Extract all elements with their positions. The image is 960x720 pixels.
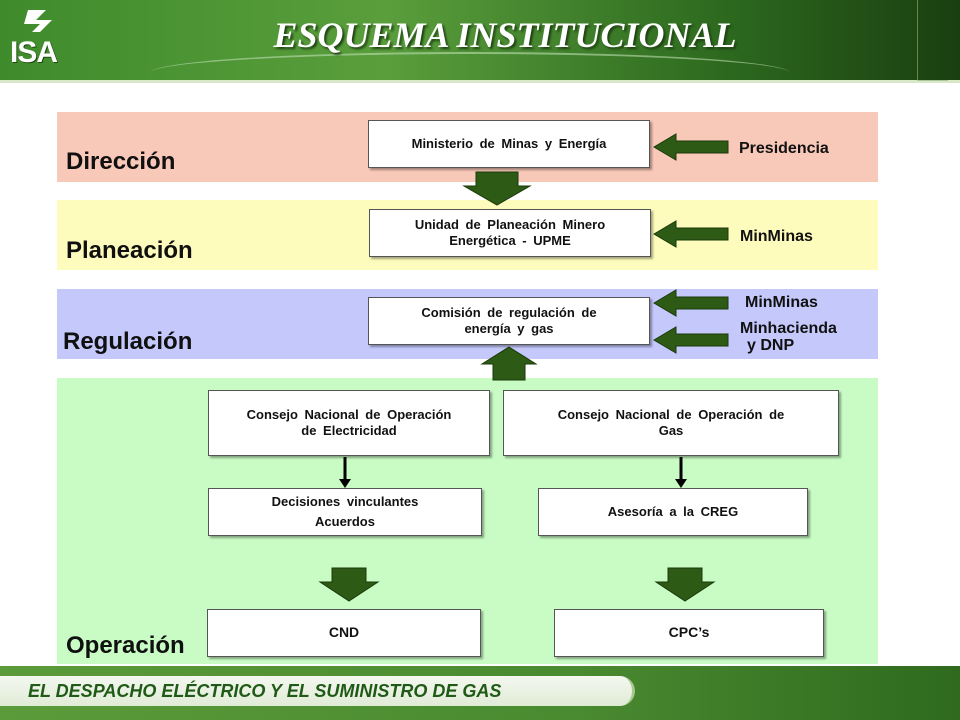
box-cno-gas-line2: Gas	[658, 423, 684, 438]
band-label-planeacion: Planeación	[66, 237, 193, 264]
box-cnd-text: CND	[328, 624, 360, 641]
arrow-left-minminas-regulacion-icon	[653, 289, 729, 317]
header-decoration-curve	[150, 52, 790, 94]
isa-logo-icon	[24, 10, 52, 32]
box-cno-electricidad: Consejo Nacional de Operación de Electri…	[208, 390, 490, 456]
arrow-left-minminas-planeacion-icon	[653, 220, 729, 248]
label-dnp: y DNP	[747, 337, 795, 354]
box-cpcs-text: CPC’s	[668, 624, 710, 641]
box-decisiones-line1: Decisiones vinculantes	[271, 493, 419, 509]
page-title: ESQUEMA INSTITUCIONAL	[273, 15, 737, 55]
box-upme-line2: Energética - UPME	[449, 233, 571, 248]
arrow-down-cno-gas-icon	[675, 457, 687, 488]
box-cno-gas-line1: Consejo Nacional de Operación de	[557, 406, 785, 422]
label-minminas-regulacion: MinMinas	[745, 294, 818, 311]
label-minhacienda: Minhacienda	[740, 320, 837, 337]
arrow-left-minhacienda-icon	[653, 326, 729, 354]
box-ministerio-text: Ministerio de Minas y Energía	[411, 135, 607, 151]
box-cno-electricidad-line1: Consejo Nacional de Operación	[246, 406, 452, 422]
band-label-direccion: Dirección	[66, 148, 176, 175]
box-cno-electricidad-line2: de Electricidad	[301, 423, 397, 438]
box-decisiones-line2: Acuerdos	[315, 514, 375, 529]
box-upme: Unidad de Planeación Minero Energética -…	[369, 209, 651, 257]
label-presidencia: Presidencia	[739, 140, 829, 157]
header-decoration-frame	[917, 0, 948, 81]
band-label-regulacion: Regulación	[63, 328, 193, 355]
logo-text: ISA	[10, 36, 58, 69]
box-cno-gas: Consejo Nacional de Operación de Gas	[503, 390, 839, 456]
footer-banner	[0, 676, 635, 706]
box-asesoria: Asesoría a la CREG	[538, 488, 808, 536]
box-creg-line1: Comisión de regulación de	[421, 304, 597, 320]
arrow-down-cno-elec-icon	[339, 457, 351, 488]
box-creg: Comisión de regulación de energía y gas	[368, 297, 650, 345]
arrow-down-cpcs-icon	[654, 567, 716, 602]
band-label-operacion: Operación	[66, 632, 185, 659]
arrow-down-ministerio-upme-icon	[462, 171, 532, 206]
box-ministerio: Ministerio de Minas y Energía	[368, 120, 650, 168]
box-cpcs: CPC’s	[554, 609, 824, 657]
box-decisiones: Decisiones vinculantes Acuerdos	[208, 488, 482, 536]
arrow-down-cnd-icon	[318, 567, 380, 602]
footer-text: EL DESPACHO ELÉCTRICO Y EL SUMINISTRO DE…	[28, 681, 502, 701]
header-bar	[0, 0, 960, 83]
box-cnd: CND	[207, 609, 481, 657]
arrow-up-operacion-creg-icon	[480, 346, 538, 381]
box-asesoria-text: Asesoría a la CREG	[607, 503, 739, 519]
box-creg-line2: energía y gas	[464, 321, 554, 336]
arrow-left-presidencia-icon	[653, 133, 729, 161]
box-upme-line1: Unidad de Planeación Minero	[414, 216, 606, 232]
label-minminas-planeacion: MinMinas	[740, 228, 813, 245]
